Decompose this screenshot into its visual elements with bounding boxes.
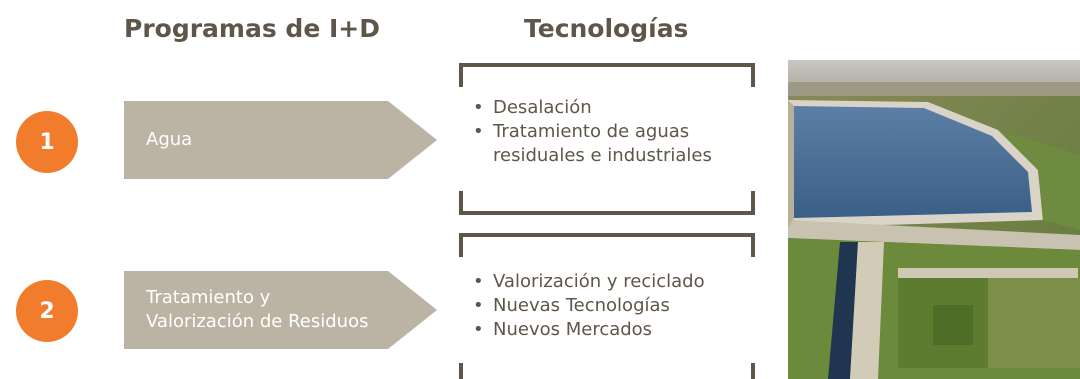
technology-item-label: Valorización y reciclado [493, 271, 705, 292]
bracket-bottom-bar [459, 211, 755, 215]
technology-item: • Nuevas Tecnologías [471, 294, 749, 318]
bracket-tick [751, 233, 755, 257]
technologies-header: Tecnologías [524, 14, 689, 43]
program-arrow: Agua [124, 101, 437, 179]
bracket-tick [459, 363, 463, 379]
bracket-tick [751, 363, 755, 379]
technology-list: • Desalación • Tratamiento de aguas residu… [471, 96, 749, 168]
bracket-tick [459, 233, 463, 257]
bracket-tick [751, 191, 755, 215]
technology-item-label: Tratamiento de aguas residuales e indust… [493, 121, 712, 166]
bullet-icon: • [473, 121, 484, 142]
program-arrow: Tratamiento y Valorización de Residuos [124, 271, 437, 349]
technology-item-label: Nuevas Tecnologías [493, 295, 670, 316]
technology-list: • Valorización y reciclado • Nuevas Tecnol… [471, 270, 749, 342]
bracket-tick [459, 191, 463, 215]
program-number-badge: 1 [16, 111, 78, 173]
aerial-photo-illustration [788, 60, 1080, 379]
bracket-top-bar [459, 63, 755, 67]
technology-item-label: Nuevos Mercados [493, 319, 653, 340]
technologies-bracket: • Desalación • Tratamiento de aguas residu… [459, 63, 755, 215]
aerial-photo [788, 60, 1080, 379]
technology-item: • Tratamiento de aguas residuales e indus… [471, 120, 749, 168]
bullet-icon: • [473, 97, 484, 118]
bracket-top-bar [459, 233, 755, 237]
technology-item: • Nuevos Mercados [471, 318, 749, 342]
program-label: Agua [146, 129, 193, 150]
technology-item: • Desalación [471, 96, 749, 120]
technology-item-label: Desalación [493, 97, 592, 118]
bracket-tick [459, 63, 463, 87]
technologies-bracket: • Valorización y reciclado • Nuevas Tecnol… [459, 233, 755, 379]
bullet-icon: • [473, 295, 484, 316]
bullet-icon: • [473, 319, 484, 340]
bullet-icon: • [473, 271, 484, 292]
technology-item: • Valorización y reciclado [471, 270, 749, 294]
bracket-tick [751, 63, 755, 87]
programs-header: Programas de I+D [124, 14, 380, 43]
program-label: Tratamiento y Valorización de Residuos [146, 287, 369, 332]
program-number-badge: 2 [16, 280, 78, 342]
